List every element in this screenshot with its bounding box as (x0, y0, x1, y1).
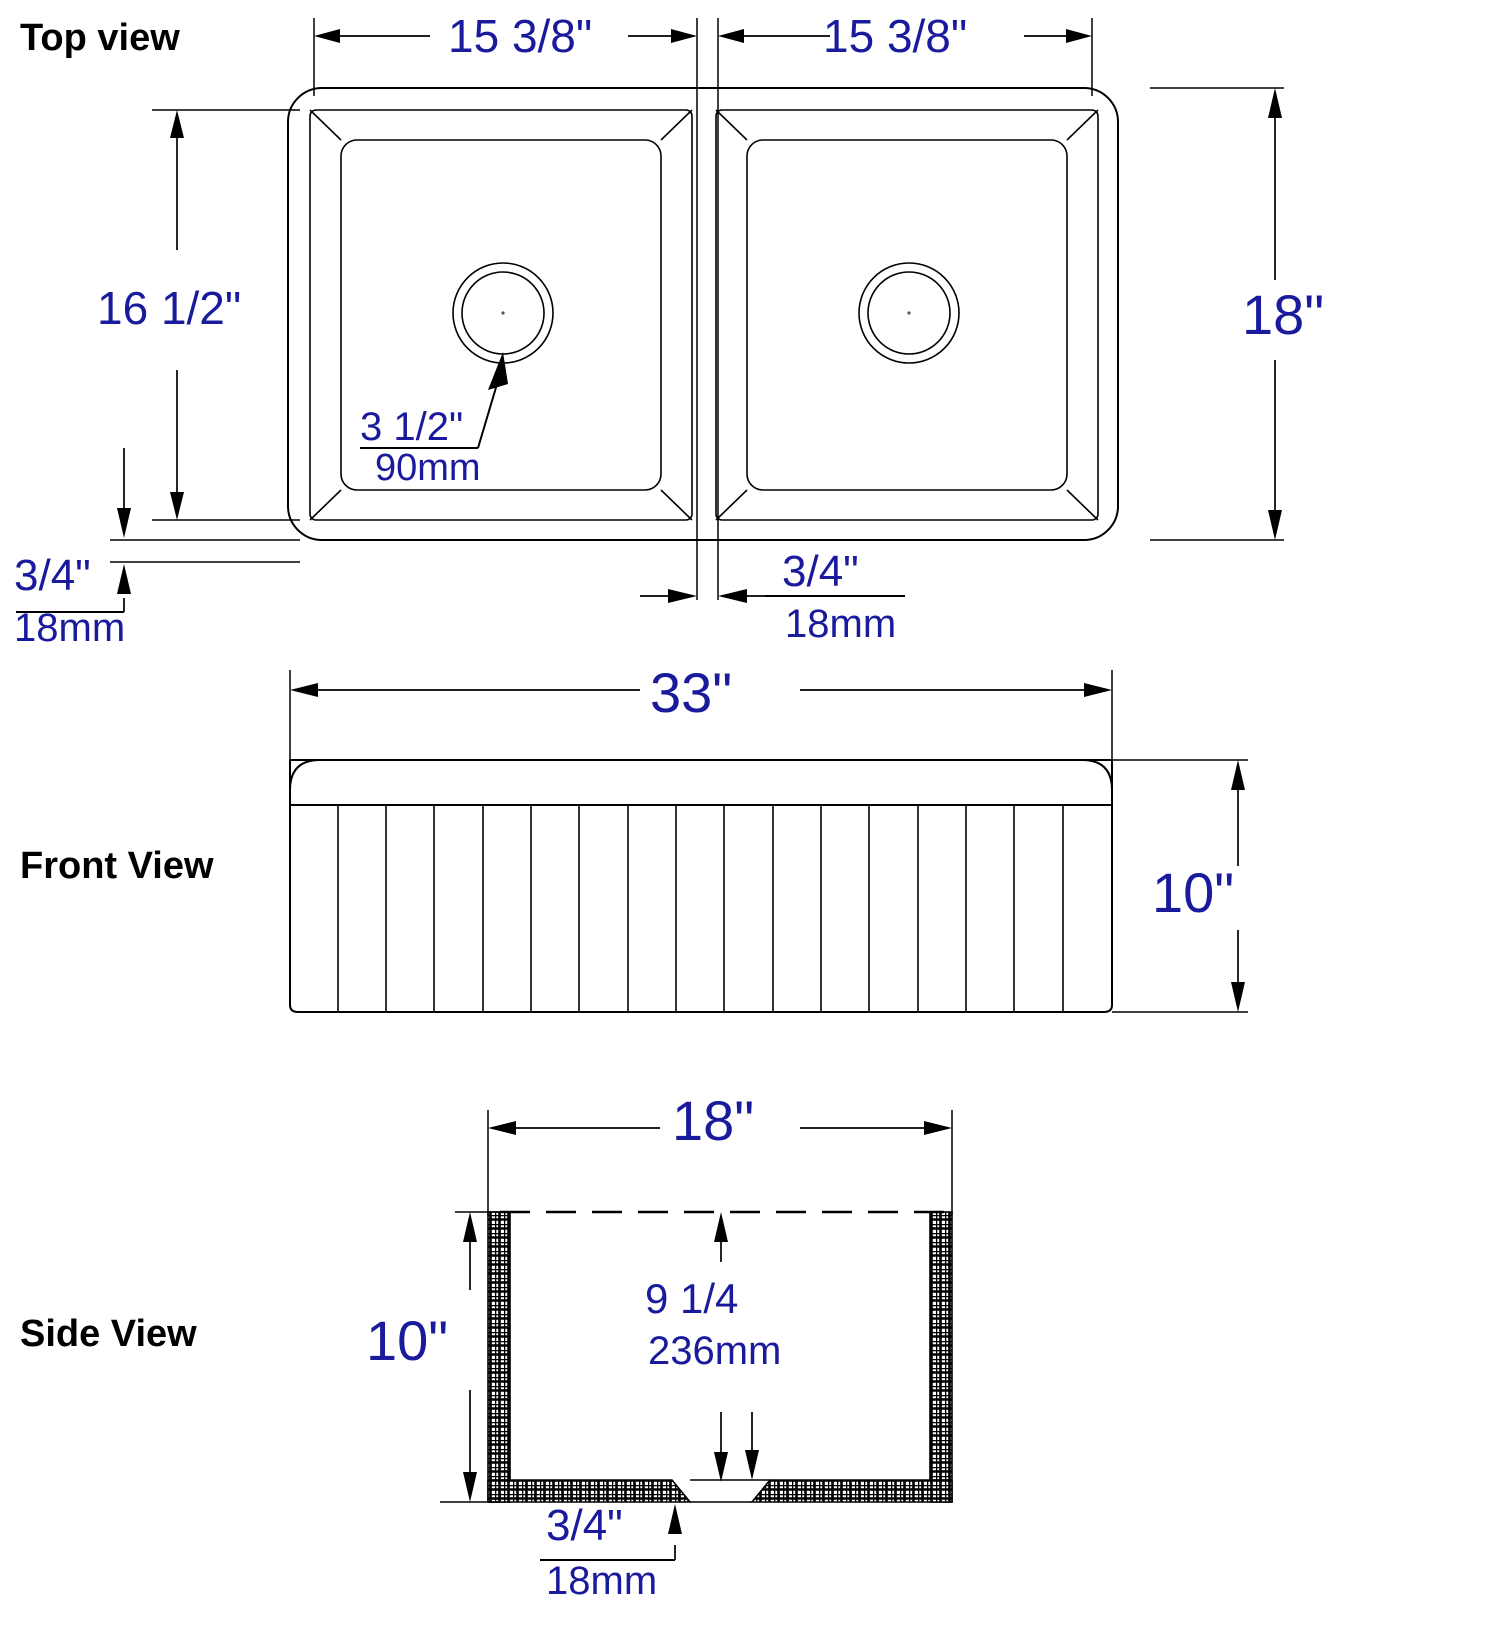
dim-label-inner-depth-mm: 236mm (648, 1329, 781, 1373)
dim-label-overall-depth: 18" (1242, 283, 1324, 346)
top-view-left-bowl-rim (309, 109, 693, 521)
top-view-left-chamfer-br (660, 489, 693, 521)
arrow-divider-right (718, 589, 747, 603)
arrow-side-width-right (924, 1121, 952, 1135)
top-view-right-chamfer-br (1066, 489, 1099, 521)
arrow-depth-top (170, 110, 184, 138)
drain-inner-circle-right (867, 271, 951, 355)
side-view-bottom-left-slab (487, 1479, 692, 1503)
side-view-label: Side View (20, 1313, 197, 1355)
dim-label-drain-dia-inches: 3 1/2" (360, 405, 463, 449)
arrow-depth-bottom (170, 492, 184, 520)
arrow-overall-bottom (1268, 510, 1282, 540)
arrow-front-width-right (1084, 683, 1112, 697)
arrow-divider-left (668, 589, 697, 603)
dim-label-base-thickness-inches: 3/4" (546, 1501, 623, 1550)
top-view-group (16, 18, 1284, 613)
arrow-rim-up (117, 564, 131, 594)
drain-center-mark-left (501, 311, 505, 315)
dim-label-drain-dia-mm: 90mm (375, 447, 481, 489)
top-view-right-chamfer-tl (715, 109, 748, 141)
dim-label-right-bowl-width: 15 3/8" (823, 10, 967, 62)
front-view-body (289, 759, 1113, 1013)
top-view-label: Top view (20, 17, 180, 59)
dim-label-inner-depth-inches: 9 1/4 (645, 1275, 738, 1322)
dim-label-divider-thickness-inches: 3/4" (782, 547, 859, 596)
dim-label-side-width: 18" (672, 1089, 754, 1152)
arrow-side-h-bottom (463, 1472, 477, 1502)
dim-label-side-height: 10" (366, 1309, 448, 1372)
dim-label-rim-thickness-inches: 3/4" (14, 551, 91, 600)
arrow-right-width-end (1066, 29, 1092, 43)
dim-label-bowl-depth: 16 1/2" (97, 282, 241, 334)
arrow-front-h-top (1231, 760, 1245, 790)
arrow-right-width-start (718, 29, 744, 43)
arrow-drain-leader (488, 352, 508, 390)
arrow-inner-depth-top (714, 1212, 728, 1242)
arrow-base-thk-up (668, 1504, 682, 1534)
top-view-right-bowl-floor (746, 139, 1068, 491)
dim-label-left-bowl-width: 15 3/8" (448, 10, 592, 62)
front-view-corner-tl (289, 759, 321, 791)
front-view-flutes (337, 805, 1064, 1012)
arrow-front-width-left (290, 683, 318, 697)
arrow-base-thk-down (745, 1450, 759, 1480)
top-view-left-chamfer-tr (660, 109, 693, 141)
front-view-label: Front View (20, 845, 214, 887)
top-view-right-bowl-rim (715, 109, 1099, 521)
top-view-right-chamfer-tr (1066, 109, 1099, 141)
arrow-rim-down (117, 508, 131, 538)
front-view-group (289, 670, 1248, 1013)
side-view-left-wall (487, 1211, 511, 1503)
arrow-left-width-end (671, 29, 697, 43)
top-view-left-bowl-floor (340, 139, 662, 491)
arrow-side-width-left (488, 1121, 516, 1135)
top-view-left-chamfer-bl (309, 489, 342, 521)
drain-center-mark-right (907, 311, 911, 315)
dim-label-rim-thickness-mm: 18mm (14, 606, 125, 650)
side-view-bottom-right-slab (750, 1479, 953, 1503)
dim-label-base-thickness-mm: 18mm (546, 1559, 657, 1603)
arrow-overall-top (1268, 88, 1282, 118)
dim-label-divider-thickness-mm: 18mm (785, 602, 896, 646)
arrow-inner-depth-bottom (714, 1452, 728, 1482)
top-view-left-chamfer-tl (309, 109, 342, 141)
arrow-left-width-start (314, 29, 340, 43)
front-view-corner-tr (1081, 759, 1113, 791)
dim-label-front-height: 10" (1152, 861, 1234, 924)
dim-label-front-width: 33" (650, 661, 732, 724)
side-view-right-wall (929, 1211, 953, 1503)
arrow-side-h-top (463, 1212, 477, 1242)
top-view-outer-body (287, 87, 1119, 541)
arrow-front-h-bottom (1231, 982, 1245, 1012)
top-view-right-chamfer-bl (715, 489, 748, 521)
side-view-group (440, 1110, 953, 1561)
drain-outer-circle-right (858, 262, 960, 364)
